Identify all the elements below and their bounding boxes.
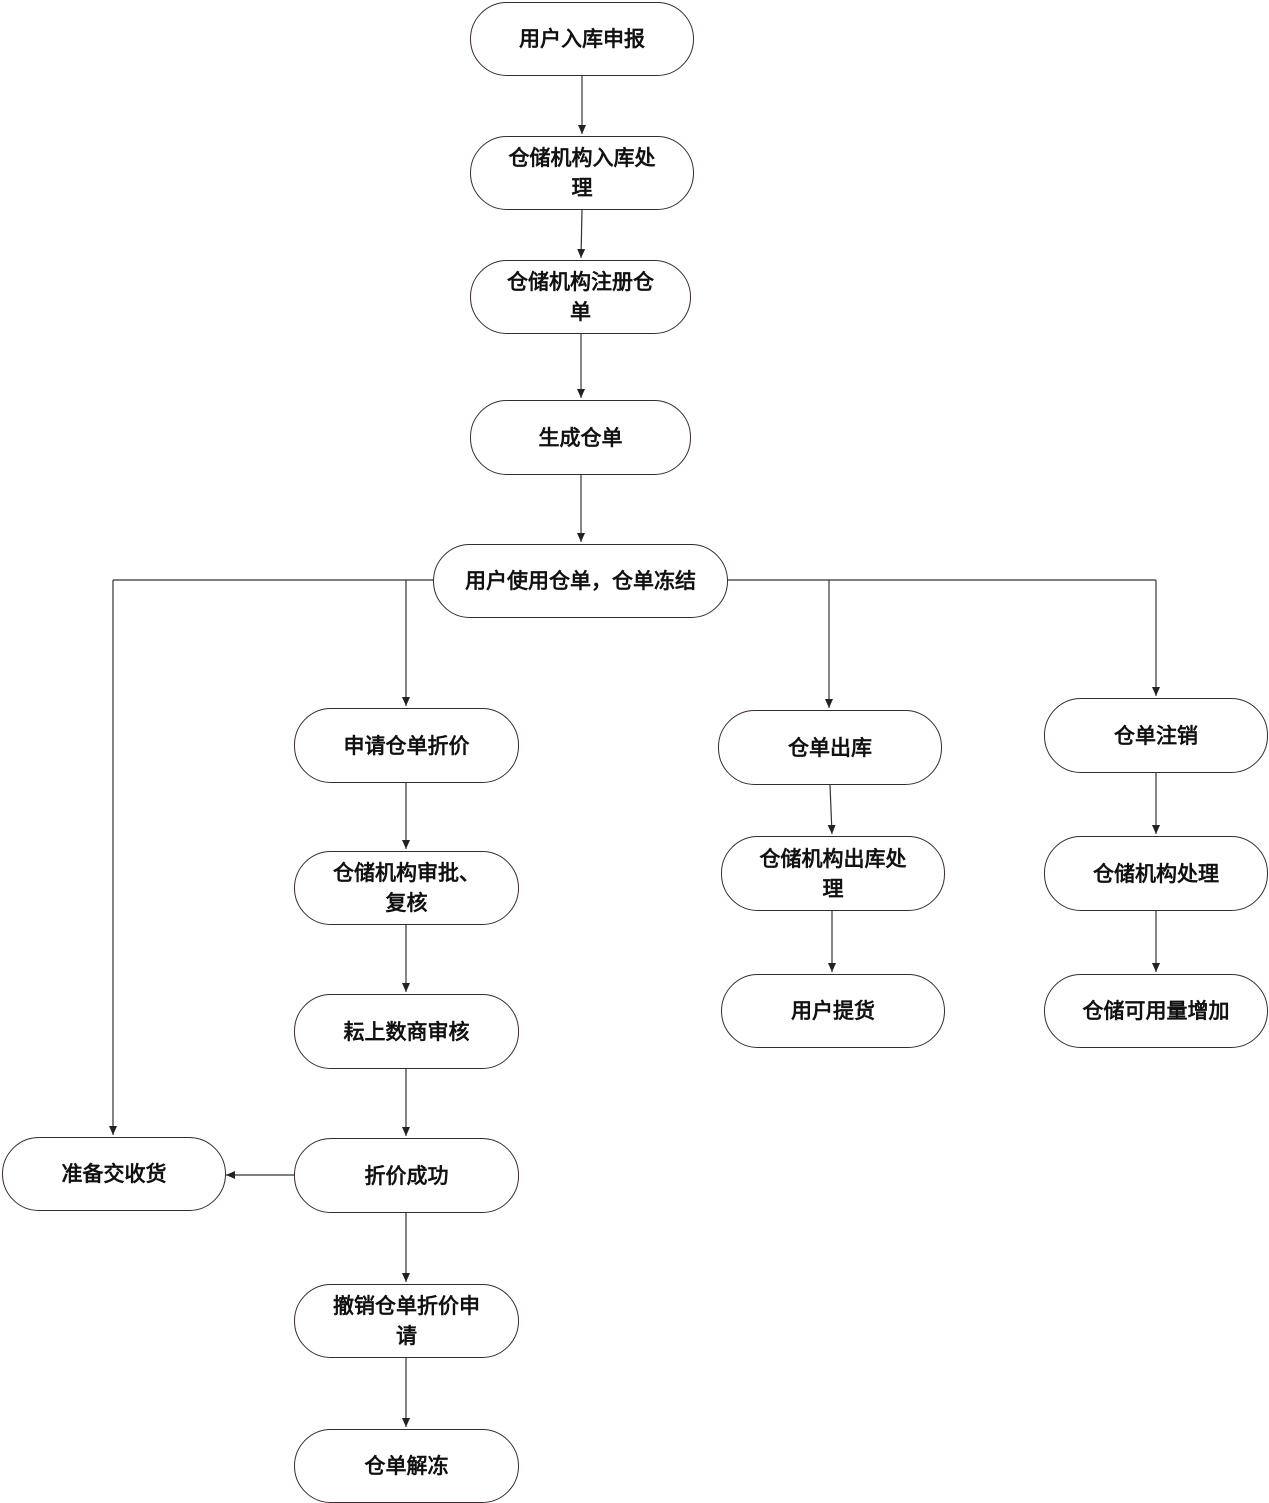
node-warehouse-inbound-process: 仓储机构入库处理 (470, 136, 694, 210)
node-label: 折价成功 (364, 1163, 449, 1188)
node-label: 仓储机构处理 (1093, 861, 1219, 886)
node-prepare-delivery: 准备交收货 (2, 1137, 226, 1211)
node-label: 仓单注销 (1114, 723, 1198, 748)
node-warehouse-outbound-process: 仓储机构出库处理 (721, 836, 945, 911)
node-label: 仓储机构出库处理 (759, 846, 907, 901)
node-receipt-cancel: 仓单注销 (1044, 698, 1268, 773)
node-label: 撤销仓单折价申请 (333, 1294, 480, 1348)
node-discount-success: 折价成功 (294, 1138, 519, 1213)
node-warehouse-approve-review: 仓储机构审批、复核 (294, 851, 519, 925)
node-storage-available-increase: 仓储可用量增加 (1044, 974, 1268, 1048)
node-label: 用户提货 (791, 999, 875, 1023)
node-label: 耘上数商审核 (343, 1019, 470, 1044)
node-label: 申请仓单折价 (343, 733, 470, 758)
node-label: 仓单解冻 (364, 1454, 449, 1478)
node-use-and-freeze: 用户使用仓单，仓单冻结 (433, 544, 728, 618)
node-label: 用户入库申报 (519, 27, 645, 51)
node-label: 仓单出库 (788, 735, 872, 760)
node-warehouse-process: 仓储机构处理 (1044, 836, 1268, 911)
node-label: 生成仓单 (538, 425, 623, 450)
node-label: 仓储机构注册仓单 (507, 270, 654, 324)
node-warehouse-register-receipt: 仓储机构注册仓单 (470, 260, 691, 334)
node-label: 仓储机构入库处理 (508, 146, 656, 200)
node-label: 准备交收货 (61, 1162, 167, 1186)
edge-outbound-to-process (827, 784, 836, 835)
node-receipt-unfreeze: 仓单解冻 (294, 1429, 519, 1503)
node-generate-receipt: 生成仓单 (470, 400, 691, 475)
edge-inbound-to-register (577, 209, 586, 259)
node-user-pickup: 用户提货 (721, 974, 945, 1048)
node-receipt-outbound: 仓单出库 (718, 710, 942, 785)
node-revoke-discount-apply: 撤销仓单折价申请 (294, 1284, 519, 1358)
node-label: 用户使用仓单，仓单冻结 (465, 569, 696, 593)
node-apply-discount: 申请仓单折价 (294, 708, 519, 783)
node-label: 仓储可用量增加 (1082, 999, 1230, 1023)
node-platform-review: 耘上数商审核 (294, 994, 519, 1069)
node-label: 仓储机构审批、复核 (333, 861, 480, 915)
node-user-inbound-declare: 用户入库申报 (470, 2, 694, 76)
